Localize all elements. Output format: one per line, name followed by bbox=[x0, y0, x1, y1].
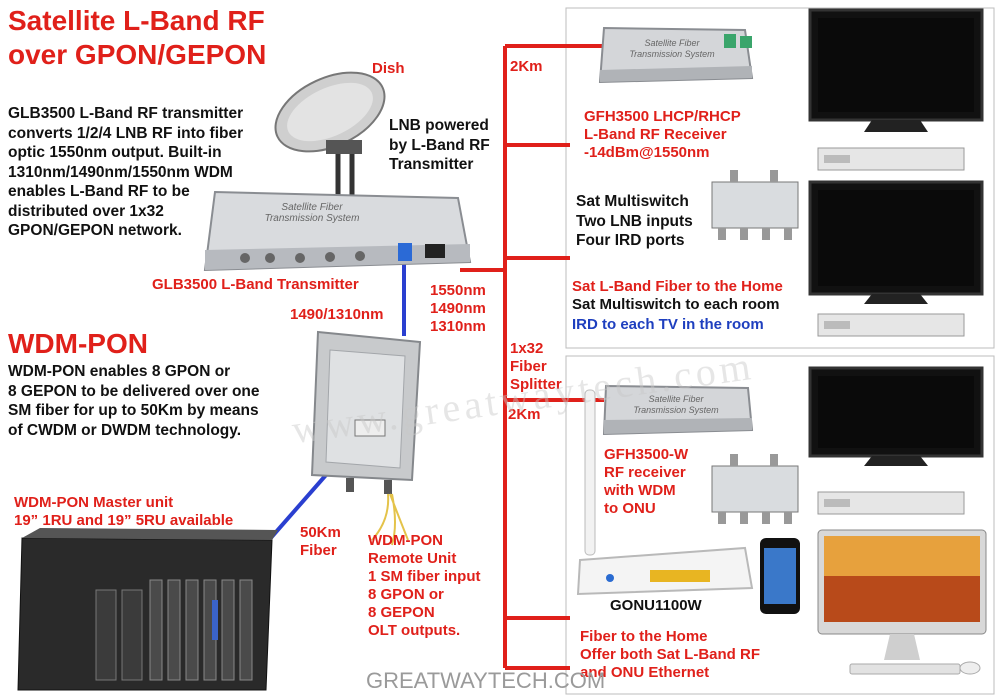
set-top-box-upper-1 bbox=[817, 147, 965, 171]
splitter-label: 1x32 Fiber Splitter bbox=[510, 340, 562, 393]
glb3500-description: GLB3500 L-Band RF transmitter converts 1… bbox=[8, 105, 244, 239]
tv-lower bbox=[808, 366, 984, 466]
glb3500-transmitter-device bbox=[203, 190, 472, 272]
page-title: Satellite L-Band RF over GPON/GEPON bbox=[8, 5, 267, 70]
home-line2-label: Sat Multiswitch to each room bbox=[572, 296, 780, 313]
satellite-dish-icon bbox=[274, 71, 386, 198]
gonu1100w-router-device bbox=[576, 389, 754, 596]
gonu1100w-label: GONU1100W bbox=[610, 597, 702, 614]
upper-room-frame bbox=[565, 7, 995, 349]
multiswitch-label: Sat Multiswitch Two LNB inputs Four IRD … bbox=[576, 193, 693, 249]
ftth-label: Fiber to the Home Offer both Sat L-Band … bbox=[580, 628, 760, 681]
dish-label: Dish bbox=[372, 60, 405, 77]
multiswitch-top-device bbox=[711, 170, 799, 240]
glb3500-name: GLB3500 L-Band Transmitter bbox=[152, 276, 359, 293]
wdm-pon-description: WDM-PON enables 8 GPON or 8 GEPON to be … bbox=[8, 363, 260, 439]
distance-mid-label: 2Km bbox=[508, 406, 541, 423]
wdm-remote-unit-device bbox=[310, 330, 422, 546]
wdm-master-unit-rack bbox=[17, 528, 278, 691]
set-top-box-upper-2 bbox=[817, 313, 965, 337]
lnb-powered-note: LNB powered by L-Band RF Transmitter bbox=[389, 117, 490, 173]
tv-upper-1 bbox=[808, 8, 984, 132]
set-top-box-lower bbox=[817, 491, 965, 515]
gfh3500-receiver-device bbox=[598, 26, 754, 84]
gfh3500w-label: GFH3500-W RF receiver with WDM to ONU bbox=[604, 446, 689, 517]
fiber-network-red bbox=[460, 44, 604, 670]
tv-upper-2 bbox=[808, 180, 984, 304]
footer-brand: GREATWAYTECH.COM bbox=[366, 668, 606, 693]
home-line3-label: IRD to each TV in the room bbox=[572, 316, 764, 333]
desktop-computer-icon bbox=[817, 529, 987, 675]
wavelength-stack-label: 1550nm 1490nm 1310nm bbox=[430, 282, 486, 335]
distance-top-label: 2Km bbox=[510, 58, 543, 75]
home-title-label: Sat L-Band Fiber to the Home bbox=[572, 278, 783, 295]
gfh3500-receiver-label: GFH3500 LHCP/RHCP L-Band RF Receiver -14… bbox=[584, 108, 741, 161]
wdm-pon-title: WDM-PON bbox=[8, 328, 148, 359]
fiber-50km-label: 50Km Fiber bbox=[300, 524, 341, 559]
wavelength-pair-label: 1490/1310nm bbox=[290, 306, 384, 323]
remote-unit-label: WDM-PON Remote Unit 1 SM fiber input 8 G… bbox=[368, 532, 481, 639]
multiswitch-lower-device bbox=[711, 454, 799, 524]
smartphone-icon bbox=[760, 538, 800, 614]
gfh3500w-receiver-device bbox=[602, 384, 754, 436]
master-unit-label: WDM-PON Master unit 19” 1RU and 19” 5RU … bbox=[14, 494, 234, 529]
lower-room-frame bbox=[565, 355, 995, 695]
